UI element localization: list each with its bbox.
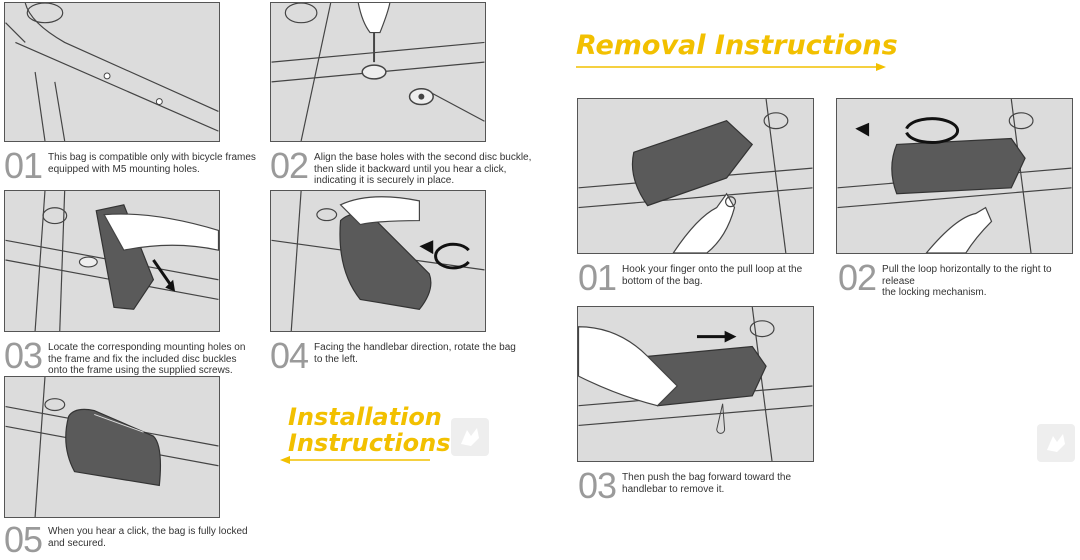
removal-title: Removal Instructions [576, 30, 898, 61]
brand-logo-icon [451, 418, 489, 456]
install-step-02-illustration [270, 2, 486, 142]
removal-step-02-illustration [836, 98, 1073, 254]
rotate-arrow-icon [905, 117, 959, 144]
step-number: 02 [838, 257, 877, 298]
install-step-03-illustration [4, 190, 220, 332]
step-number: 02 [270, 145, 309, 186]
install-step-04: 04 Facing the handlebar direction, rotat… [270, 335, 516, 376]
step-number: 01 [578, 257, 617, 298]
step-text: When you hear a click, the bag is fully … [48, 526, 248, 549]
step-number: 05 [4, 519, 43, 560]
step-number: 03 [4, 335, 43, 376]
step-text: Hook your finger onto the pull loop at t… [622, 264, 803, 287]
install-step-04-illustration [270, 190, 486, 332]
step-text: Locate the corresponding mounting holes … [48, 342, 246, 376]
step-text: This bag is compatible only with bicycle… [48, 152, 256, 175]
step-text: Pull the loop horizontally to the right … [882, 264, 1052, 298]
install-step-03: 03 Locate the corresponding mounting hol… [4, 335, 246, 377]
installation-title-line1: Installation [288, 403, 442, 431]
step-number: 01 [4, 145, 43, 186]
install-step-05: 05 When you hear a click, the bag is ful… [4, 519, 248, 560]
installation-title-line2: Instructions [288, 429, 451, 457]
step-text: Facing the handlebar direction, rotate t… [314, 342, 516, 365]
brand-logo-icon [1037, 424, 1075, 462]
removal-step-01: 01 Hook your finger onto the pull loop a… [578, 257, 803, 298]
step-text: Align the base holes with the second dis… [314, 152, 532, 186]
install-step-05-illustration [4, 376, 220, 518]
removal-step-01-illustration [577, 98, 814, 254]
step-text: Then push the bag forward toward the han… [622, 472, 792, 495]
step-number: 04 [270, 335, 309, 376]
direction-arrow-icon [576, 63, 886, 71]
direction-arrow-icon [280, 456, 430, 464]
installation-title: Installation Instructions [288, 404, 450, 456]
removal-step-03: 03 Then push the bag forward toward the … [578, 465, 792, 506]
step-number: 03 [578, 465, 617, 506]
removal-step-03-illustration [577, 306, 814, 462]
removal-step-02: 02 Pull the loop horizontally to the rig… [838, 257, 1080, 299]
install-step-01: 01 This bag is compatible only with bicy… [4, 145, 256, 186]
install-step-01-illustration [4, 2, 220, 142]
rotate-arrow-icon [434, 242, 470, 270]
install-step-02: 02 Align the base holes with the second … [270, 145, 532, 187]
